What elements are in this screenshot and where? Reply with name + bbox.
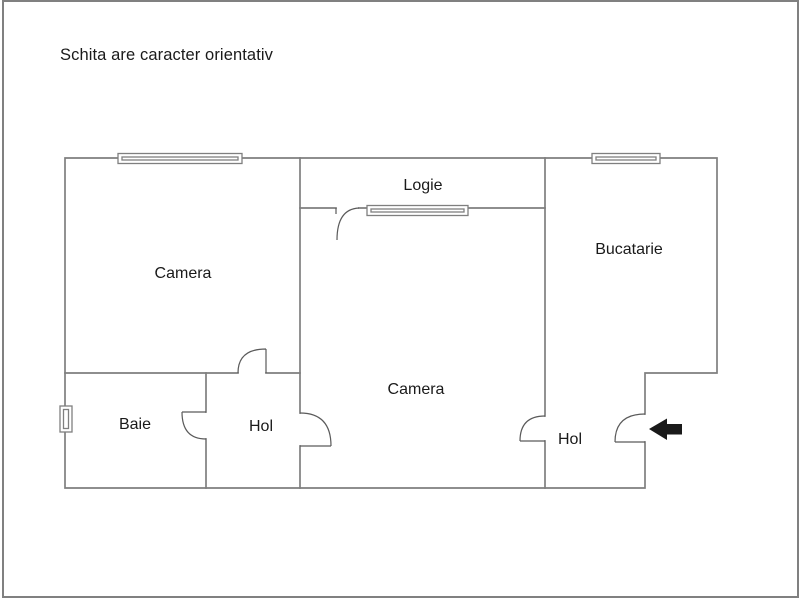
room-label-camera-left: Camera <box>154 265 212 282</box>
door-symbol-baie <box>181 411 207 440</box>
walls <box>64 157 718 489</box>
room-label-hol-right: Hol <box>557 431 583 448</box>
room-label-camera-middle: Camera <box>387 381 445 398</box>
outer-wall <box>64 157 718 489</box>
window-symbol-bucatarie <box>591 152 661 165</box>
door-symbol-camera-left <box>237 348 267 374</box>
entrance-arrow-icon <box>649 418 682 440</box>
disclaimer-title: Schita are caracter orientativ <box>60 46 274 64</box>
windows <box>59 152 661 433</box>
room-label-logie: Logie <box>403 177 443 194</box>
room-label-baie: Baie <box>118 416 152 433</box>
window-symbol-baie <box>59 405 73 433</box>
room-label-bucatarie: Bucatarie <box>595 241 663 258</box>
door-symbol-logie <box>335 207 360 241</box>
door-symbol-entrance <box>614 413 646 443</box>
window-symbol-camera-left <box>117 152 243 165</box>
room-label-hol-left: Hol <box>248 418 274 435</box>
door-symbol-camera-middle <box>299 412 332 447</box>
doors <box>181 207 646 447</box>
window-symbol-logie <box>366 204 469 217</box>
door-symbol-hol-right <box>519 415 546 442</box>
